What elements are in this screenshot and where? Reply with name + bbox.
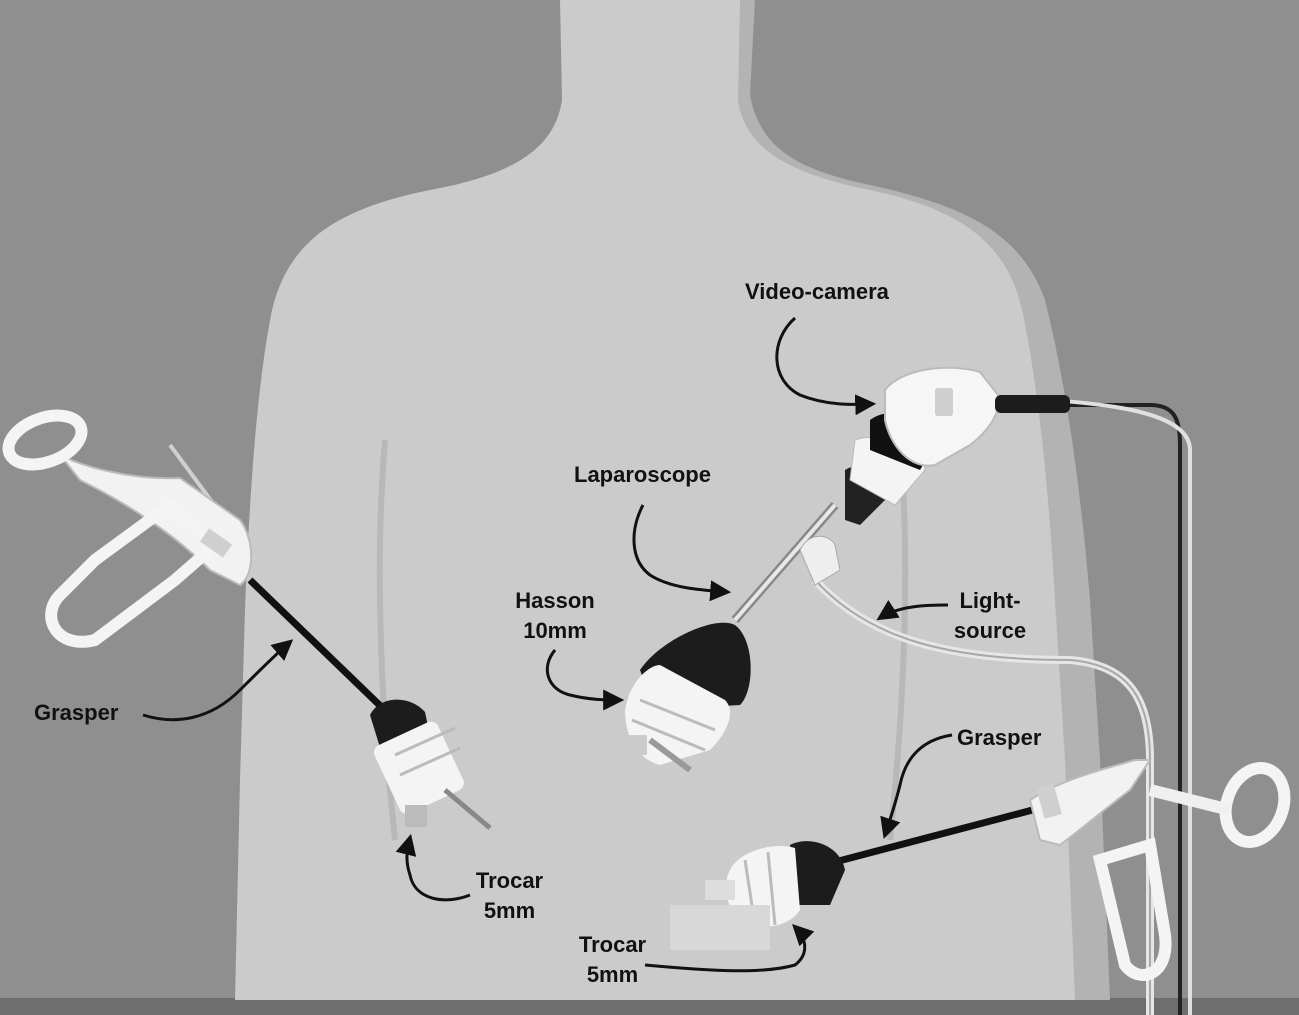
label-grasper-right: Grasper [957, 723, 1041, 753]
label-patch [670, 905, 770, 950]
label-trocar-bottom: Trocar 5mm [565, 930, 660, 990]
table-edge [0, 998, 1299, 1015]
label-trocar-left-line2: 5mm [462, 896, 557, 926]
label-light-source-line1: Light- [945, 586, 1035, 616]
label-trocar-left-line1: Trocar [462, 866, 557, 896]
label-trocar-bottom-line1: Trocar [565, 930, 660, 960]
label-hasson: Hasson 10mm [505, 586, 605, 646]
label-laparoscope: Laparoscope [574, 460, 711, 490]
label-trocar-left: Trocar 5mm [462, 866, 557, 926]
label-trocar-bottom-line2: 5mm [565, 960, 660, 990]
label-grasper-left: Grasper [34, 698, 118, 728]
label-light-source: Light- source [945, 586, 1035, 646]
label-light-source-line2: source [945, 616, 1035, 646]
label-video-camera: Video-camera [745, 277, 889, 307]
label-hasson-line1: Hasson [505, 586, 605, 616]
label-hasson-line2: 10mm [505, 616, 605, 646]
